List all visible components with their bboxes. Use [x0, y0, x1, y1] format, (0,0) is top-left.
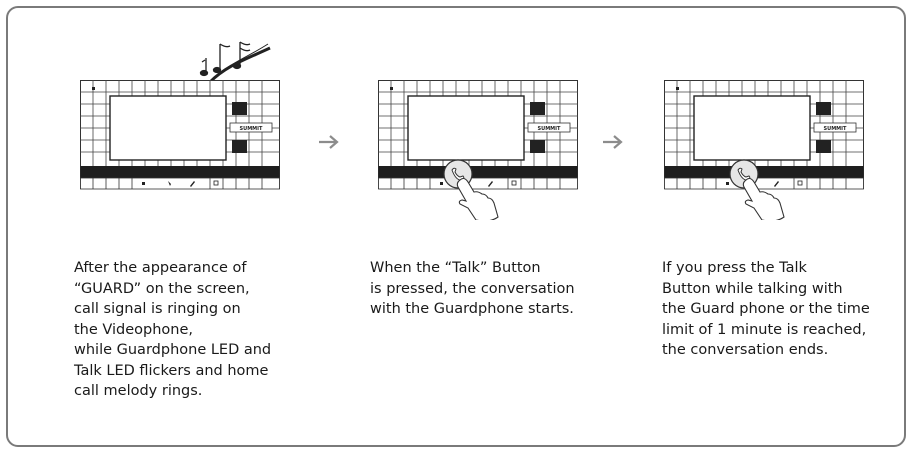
step-1-caption: After the appearance of “GUARD” on the s… — [74, 260, 272, 399]
panel-logo: SUMMIT — [824, 126, 847, 132]
videophone-device-talk-pressed: SUMMIT — [378, 80, 578, 220]
videophone-device-ringing: SUMMIT — [80, 80, 280, 190]
arrow-right-icon — [603, 135, 623, 149]
instruction-frame: SUMMIT SUMMIT — [6, 6, 906, 447]
videophone-device-talk-end: SUMMIT — [664, 80, 864, 220]
music-notes-icon — [199, 41, 271, 84]
pointing-hand-icon — [742, 177, 785, 220]
panel-logo: SUMMIT — [240, 126, 263, 132]
pointing-hand-icon — [456, 177, 499, 220]
panel-logo: SUMMIT — [538, 126, 561, 132]
step-3-caption: If you press the Talk Button while talki… — [662, 260, 870, 358]
step-2-caption: When the “Talk” Button is pressed, the c… — [370, 260, 575, 317]
arrow-right-icon — [319, 135, 339, 149]
